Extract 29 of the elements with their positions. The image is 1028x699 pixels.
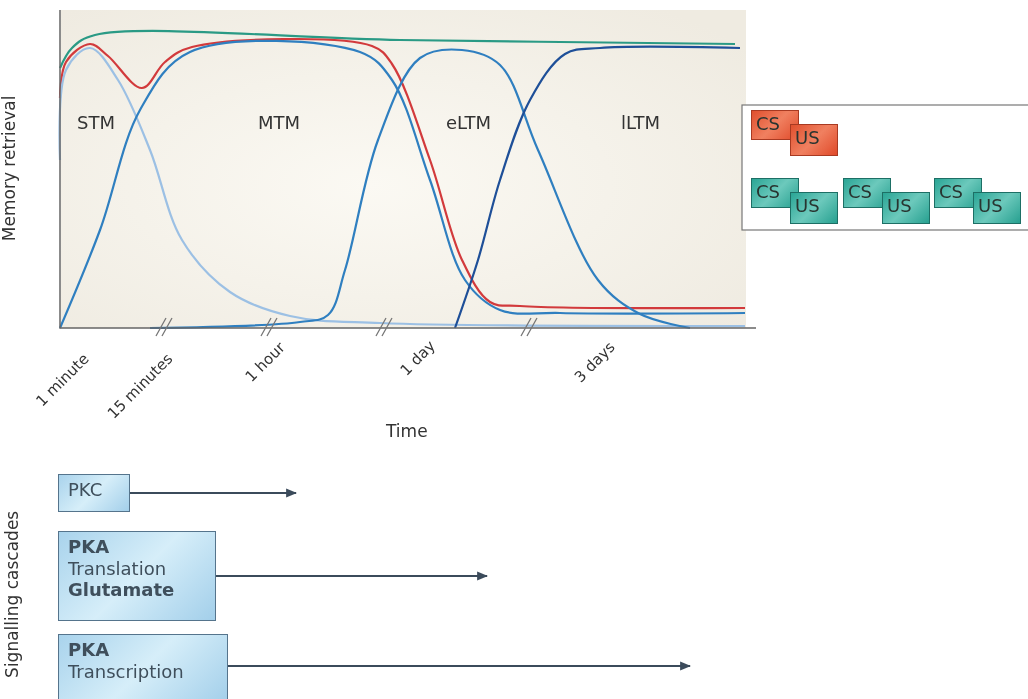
- cascade-box: [58, 531, 216, 621]
- arrow: [216, 571, 489, 581]
- stimulus-box: [973, 192, 1021, 224]
- stimulus-label: US: [887, 195, 912, 217]
- axis-label: Signalling cascades: [2, 510, 22, 678]
- arrow: [130, 488, 298, 498]
- phase-label: eLTM: [446, 113, 492, 133]
- cascade-text: PKA Transcription: [68, 639, 184, 683]
- phase-label: MTM: [258, 113, 301, 133]
- cascade-text: PKC: [68, 479, 103, 501]
- stimulus-label: US: [978, 195, 1003, 217]
- stimulus-box: [790, 124, 838, 156]
- stimulus-label: CS: [939, 181, 963, 203]
- stimulus-label: CS: [848, 181, 872, 203]
- stimulus-label: US: [795, 195, 820, 217]
- axis-label: Memory retrieval: [0, 95, 20, 241]
- phase-label: lLTM: [621, 113, 661, 133]
- tick-label: 1 day: [397, 337, 439, 379]
- stimulus-box: [790, 192, 838, 224]
- axis-label: Time: [386, 422, 428, 441]
- stimulus-label: US: [795, 127, 820, 149]
- cascade-text: PKA Translation Glutamate: [68, 536, 175, 601]
- stimulus-label: CS: [756, 181, 780, 203]
- cascade-box: [58, 474, 130, 512]
- stimulus-label: CS: [756, 113, 780, 135]
- arrow: [228, 661, 692, 671]
- stimulus-box: [882, 192, 930, 224]
- cascade-box: [58, 634, 228, 699]
- phase-label: STM: [77, 113, 115, 133]
